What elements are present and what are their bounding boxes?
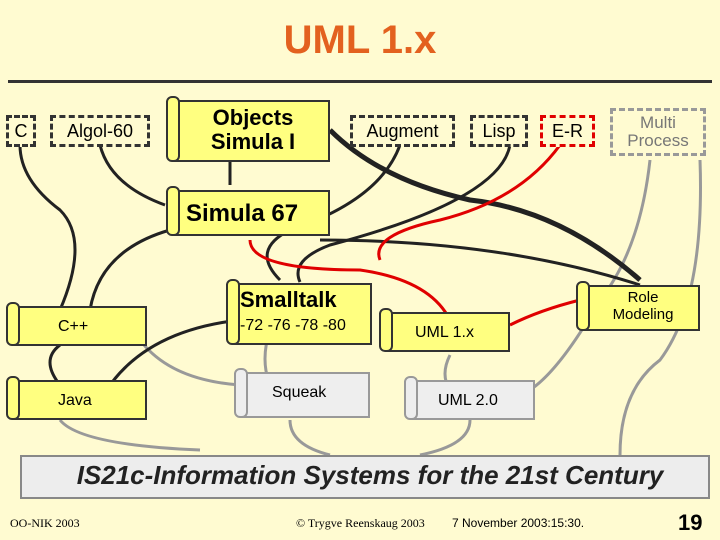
role-line1: Role: [627, 289, 659, 306]
uml-1x-label: UML 1.x: [415, 324, 474, 341]
node-er: E-R: [540, 115, 595, 147]
node-lisp: Lisp: [470, 115, 528, 147]
node-objects-simula-i: Objects Simula I: [166, 96, 330, 162]
footer-banner: [20, 455, 710, 499]
connector-cpp-java: [48, 343, 62, 386]
multi-line2: Process: [627, 131, 689, 150]
objects-line2: Simula I: [210, 129, 296, 154]
node-c: C: [6, 115, 36, 147]
footer-left: OO-NIK 2003: [10, 516, 80, 530]
connector-bold-smalltalk-uml: [328, 128, 642, 282]
footer-copyright: © Trygve Reenskaug 2003: [296, 516, 425, 530]
connector-java-footer: [58, 418, 201, 452]
node-multi-process: Multi Process: [610, 108, 706, 156]
title-divider: [8, 80, 712, 83]
connector-simula-role: [319, 238, 641, 287]
connector-gray-right: [618, 159, 702, 456]
node-augment-label: Augment: [366, 120, 439, 141]
objects-line1: Objects: [212, 105, 294, 130]
role-line2: Modeling: [612, 306, 674, 323]
cpp-label: C++: [58, 318, 89, 335]
smalltalk-label: Smalltalk: [240, 287, 337, 312]
node-er-label: E-R: [552, 120, 583, 141]
node-algol-60-label: Algol-60: [66, 120, 134, 141]
java-label: Java: [58, 392, 92, 409]
node-augment: Augment: [350, 115, 455, 147]
footer-banner-text: IS21c-Information Systems for the 21st C…: [76, 460, 664, 490]
slide-title: UML 1.x: [283, 18, 437, 62]
node-squeak: Squeak: [234, 368, 370, 418]
connector-smalltalk-java: [108, 318, 241, 386]
connector-er-uml1x: [377, 144, 562, 261]
smalltalk-versions: -72 -76 -78 -80: [240, 317, 346, 334]
node-algol-60: Algol-60: [50, 115, 150, 147]
squeak-label: Squeak: [272, 384, 327, 401]
uml-20-label: UML 2.0: [438, 392, 498, 409]
footer-date: 7 November 2003:15:30.: [452, 516, 585, 530]
connector-lisp-smalltalk: [296, 144, 512, 283]
node-c-label: C: [14, 120, 28, 141]
node-java: Java: [6, 376, 147, 420]
connector-c-cpp: [18, 144, 77, 311]
page-number: 19: [678, 510, 703, 535]
connector-uml20-footer: [419, 419, 472, 457]
node-smalltalk: Smalltalk -72 -76 -78 -80: [226, 279, 372, 345]
simula-67-label: Simula 67: [186, 200, 299, 227]
connector-algol-simula: [98, 144, 166, 207]
node-simula-67: Simula 67: [166, 186, 330, 236]
connector-smalltalk-uml1x: [248, 239, 452, 321]
node-role-modeling: Role Modeling: [576, 281, 700, 331]
node-lisp-label: Lisp: [482, 120, 516, 141]
node-cpp: C++: [6, 302, 147, 346]
connector-simula-cpp: [88, 228, 171, 311]
connector-role-uml1x: [509, 298, 581, 327]
connector-gray-left: [138, 339, 241, 387]
multi-line1: Multi: [640, 113, 676, 132]
node-uml-1x: UML 1.x: [379, 308, 510, 352]
connector-squeak-footer: [288, 419, 331, 457]
node-uml-20: UML 2.0: [404, 376, 535, 420]
